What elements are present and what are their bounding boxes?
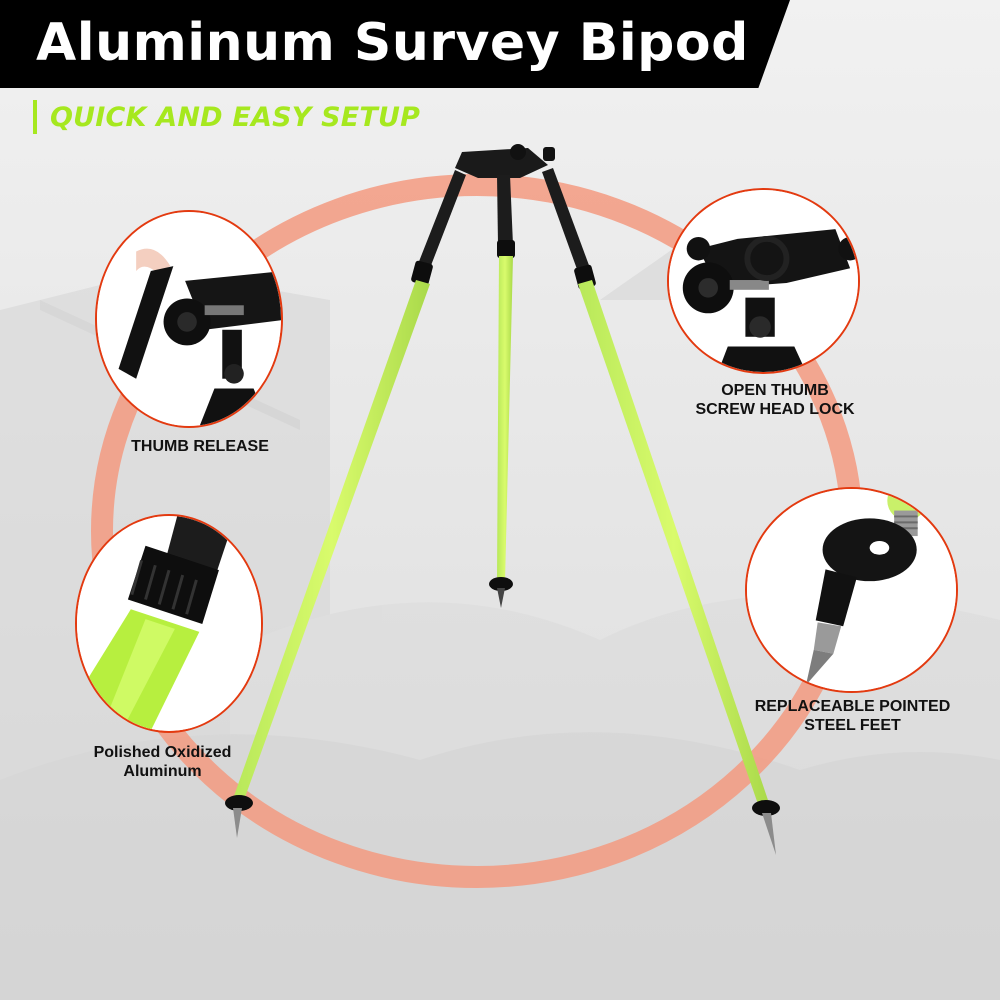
bipod-icon [225, 144, 780, 855]
aluminum-callout [75, 514, 263, 733]
page-title: Aluminum Survey Bipod [36, 13, 749, 73]
head-lock-label-line1: OPEN THUMB [721, 382, 829, 399]
thumb-release-callout [95, 210, 283, 428]
steel-feet-icon [747, 489, 956, 691]
steel-feet-label-line1: REPLACEABLE POINTED [754, 698, 951, 715]
aluminum-label-line1: Polished Oxidized [93, 744, 232, 761]
head-lock-callout [667, 188, 860, 374]
aluminum-label-line2: Aluminum [123, 763, 202, 780]
screw-head-lock-icon [669, 190, 858, 372]
aluminum-pole-icon [77, 516, 261, 731]
steel-feet-label-line2: STEEL FEET [804, 717, 901, 734]
subtitle-accent-bar [33, 100, 37, 134]
title-banner [0, 0, 790, 88]
thumb-release-icon [97, 212, 281, 426]
steel-feet-callout [745, 487, 958, 693]
head-lock-label-line2: SCREW HEAD LOCK [695, 401, 855, 418]
thumb-release-label: THUMB RELEASE [131, 438, 269, 455]
page-subtitle: QUICK AND EASY SETUP [50, 102, 421, 133]
